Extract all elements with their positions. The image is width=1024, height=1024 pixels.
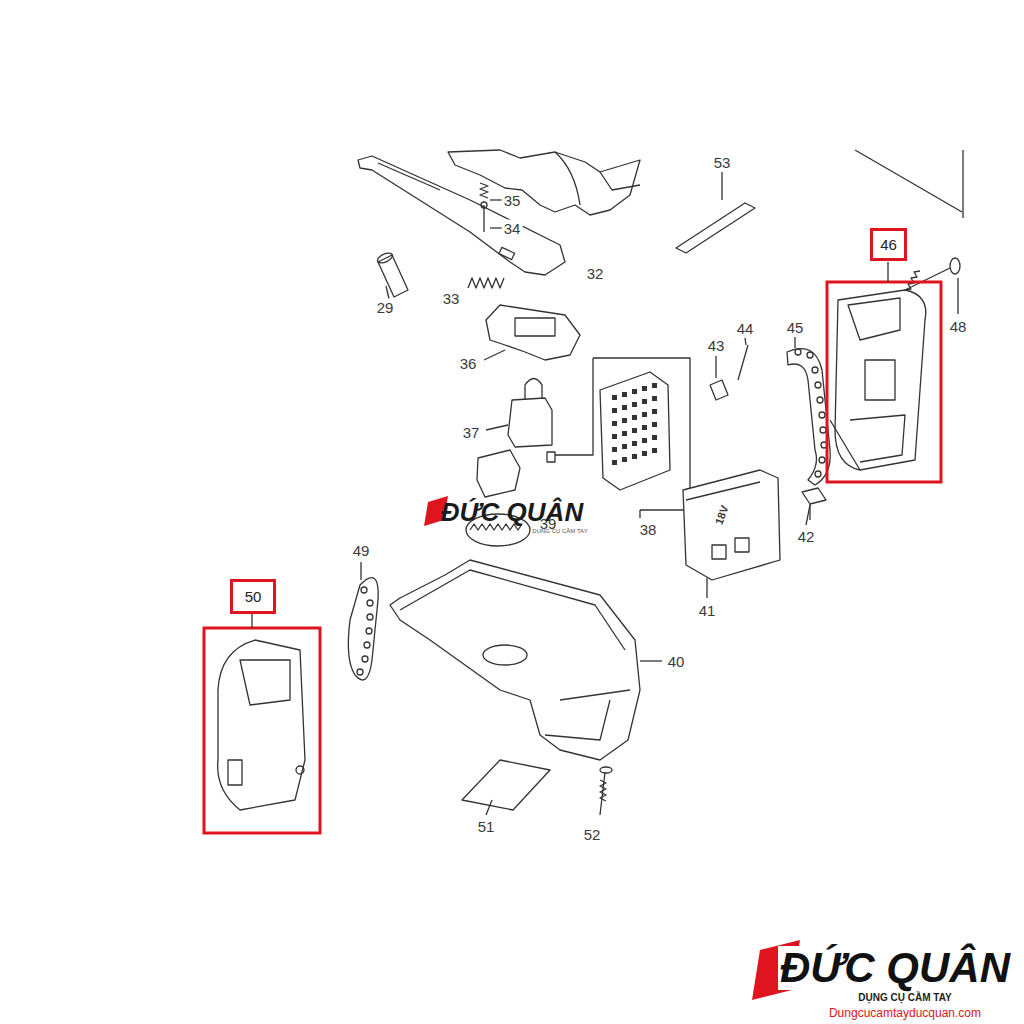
callout-number: 44 bbox=[735, 320, 756, 337]
callout-number: 40 bbox=[666, 653, 687, 670]
callout-number: 52 bbox=[582, 826, 603, 843]
callout-number: 46 bbox=[880, 237, 897, 252]
brand-tagline: DỤNG CỤ CẦM TAY bbox=[856, 992, 953, 1004]
callout-number: 42 bbox=[796, 528, 817, 545]
callout-number: 34 bbox=[502, 220, 523, 237]
callout-number: 41 bbox=[697, 602, 718, 619]
callout-number: 37 bbox=[461, 424, 482, 441]
callout-number: 53 bbox=[712, 154, 733, 171]
callout-number: 50 bbox=[245, 589, 262, 604]
callout-number: 49 bbox=[351, 542, 372, 559]
callout-number: 43 bbox=[706, 337, 727, 354]
callout-number: 29 bbox=[375, 299, 396, 316]
watermark: ĐỨC QUÂN bbox=[439, 498, 585, 526]
callout-number: 38 bbox=[638, 521, 659, 538]
watermark-tagline: DỤNG CỤ CẦM TAY bbox=[530, 527, 589, 535]
website-url: Dungcucamtayducquan.com bbox=[827, 1006, 983, 1020]
callout-number: 48 bbox=[948, 318, 969, 335]
callout-box: 50 bbox=[230, 579, 276, 614]
callout-box: 46 bbox=[870, 228, 907, 261]
callout-number: 33 bbox=[441, 290, 462, 307]
callout-number: 45 bbox=[785, 319, 806, 336]
callout-number: 51 bbox=[476, 818, 497, 835]
brand-logo: ĐỨC QUÂN bbox=[778, 946, 1012, 990]
callout-number: 35 bbox=[502, 192, 523, 209]
callout-number: 32 bbox=[585, 265, 606, 282]
callout-number: 36 bbox=[458, 355, 479, 372]
